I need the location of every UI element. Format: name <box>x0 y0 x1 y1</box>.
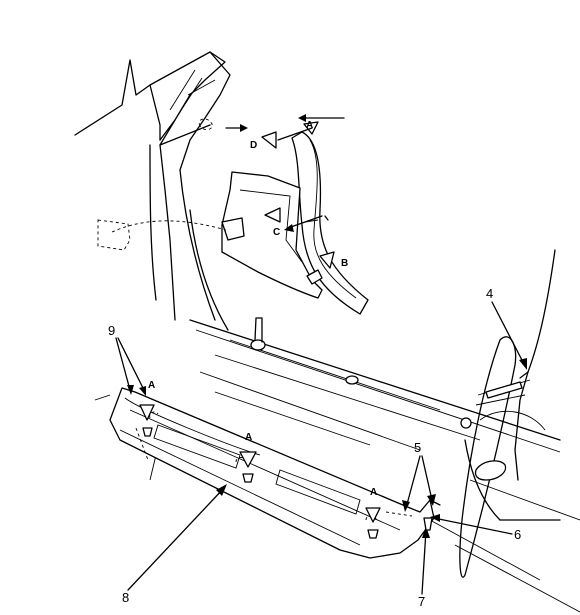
callout-6: 6 <box>514 527 521 542</box>
callout-labels: 4 5 6 7 8 9 A A A A B C D <box>108 120 521 609</box>
clip-label-c: C <box>273 227 280 238</box>
callout-4: 4 <box>486 286 493 301</box>
sill-trim-panel <box>109 387 441 559</box>
vehicle-body-outline <box>74 51 580 613</box>
callout-9: 9 <box>108 323 115 338</box>
direction-arrows <box>225 114 345 232</box>
clip-label-a-2: A <box>245 432 252 443</box>
leader-lines <box>115 301 527 595</box>
clip-markers <box>139 121 381 539</box>
clip-b <box>319 251 335 269</box>
clip-a-3 <box>365 507 381 523</box>
callout-8: 8 <box>122 590 129 605</box>
callout-5: 5 <box>414 440 421 455</box>
clip-label-a-top: A <box>306 120 313 131</box>
clip-label-a-3: A <box>370 487 377 498</box>
callout-7: 7 <box>418 594 425 609</box>
clip-d <box>261 131 277 149</box>
center-pillar-upper-trim <box>221 131 369 315</box>
clip-a-2 <box>239 451 257 468</box>
clip-label-b: B <box>341 258 348 269</box>
clip-a-1 <box>139 404 155 421</box>
clip-label-a-1: A <box>148 380 155 391</box>
clip-c <box>264 207 281 223</box>
clip-label-d: D <box>250 140 257 151</box>
hidden-part-outlines <box>97 118 413 521</box>
